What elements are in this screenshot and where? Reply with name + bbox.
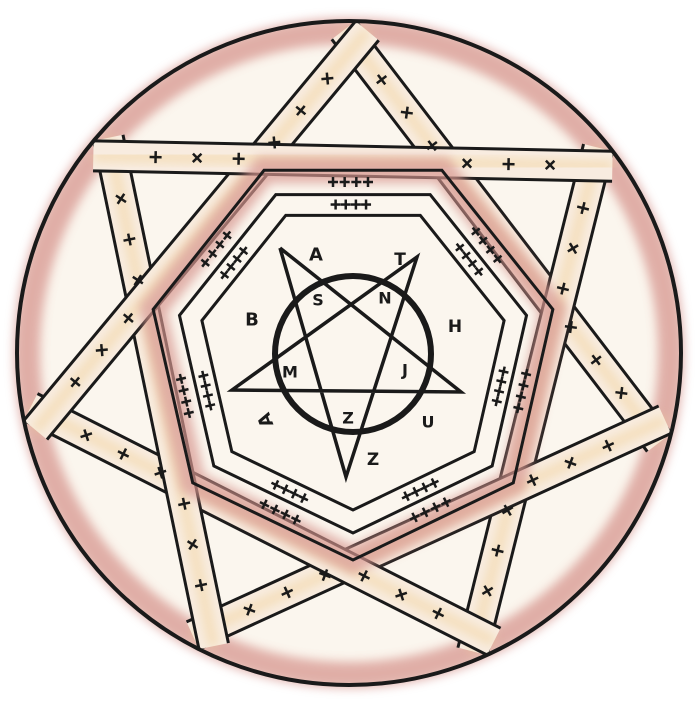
cross-stroke [101, 344, 102, 356]
letter-b: B [245, 310, 259, 331]
letter-z-bottom: Z [367, 450, 379, 470]
letter-n: N [378, 289, 391, 308]
inner-heptagon-rings [153, 170, 553, 560]
cross-stroke [565, 326, 577, 328]
letter-u: U [422, 413, 435, 432]
letter-s: S [312, 291, 324, 310]
letter-h: H [448, 317, 462, 337]
letter-z-inner: Z [342, 409, 354, 428]
cross-stroke [274, 136, 275, 148]
cross-stroke [327, 73, 328, 85]
letter-a-top: A [309, 245, 323, 266]
letter-t: T [394, 250, 406, 270]
cross-stroke [615, 392, 627, 394]
cross-stroke [401, 112, 413, 114]
letter-m: M [282, 363, 298, 382]
letter-j: J [401, 361, 408, 380]
